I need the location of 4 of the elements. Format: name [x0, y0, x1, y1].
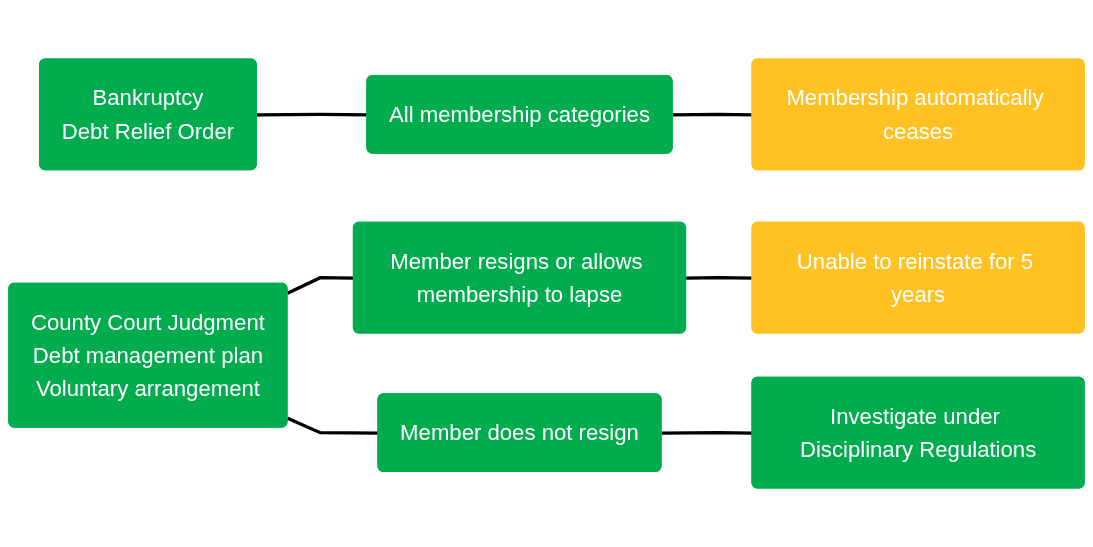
- connector: [686, 276, 753, 280]
- connector: [661, 431, 753, 435]
- connector: [672, 112, 753, 117]
- connector: [286, 276, 354, 295]
